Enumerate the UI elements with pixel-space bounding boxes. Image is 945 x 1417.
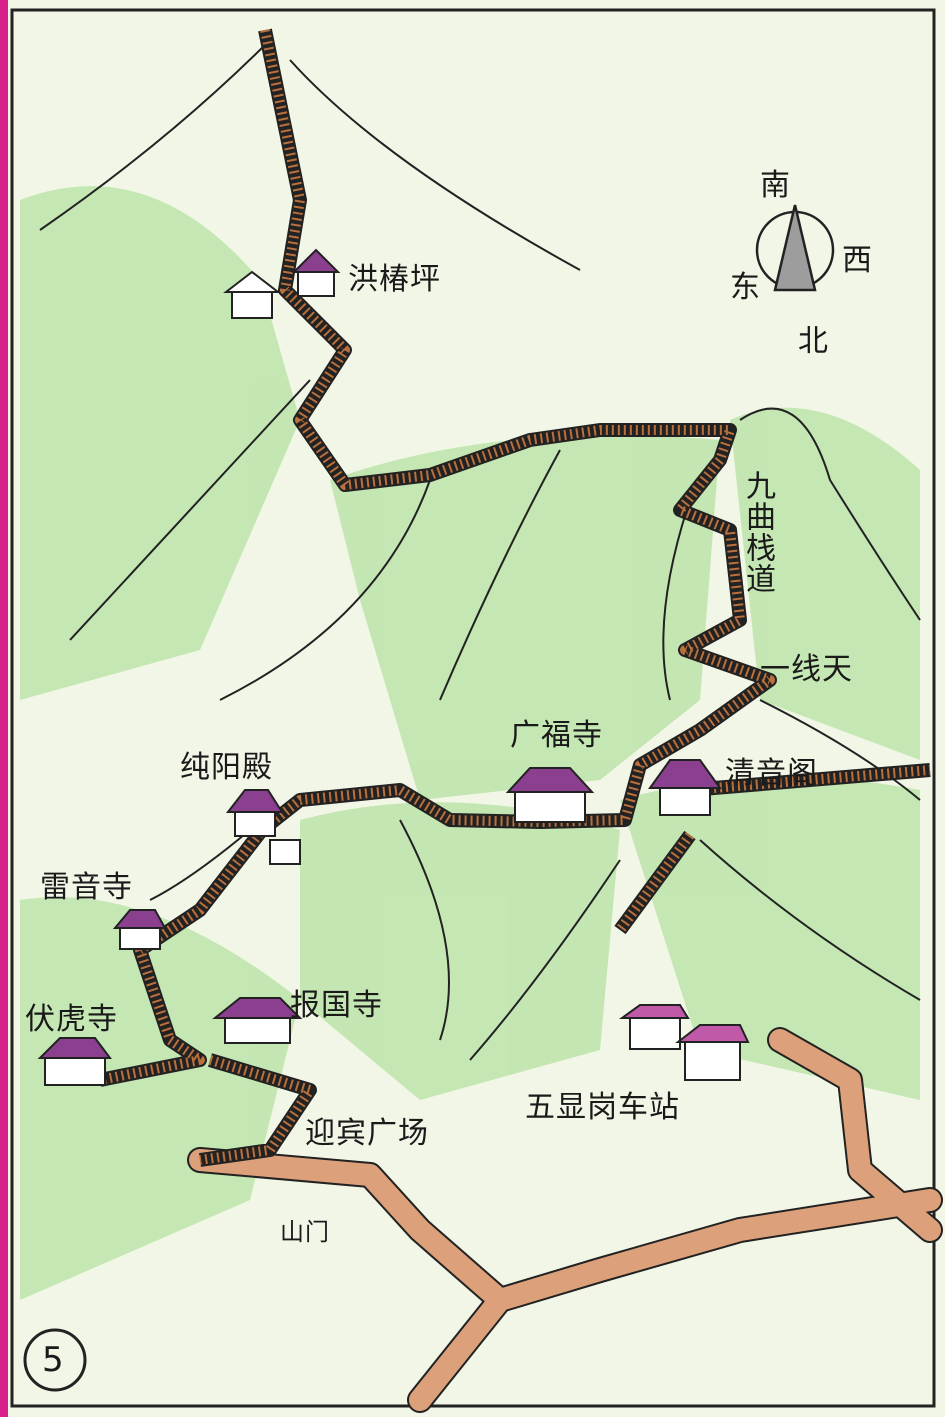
label-jiuqu-zhandao: 九曲栈道 xyxy=(740,470,775,594)
label-hongchunping: 洪椿坪 xyxy=(348,262,441,297)
compass-south-label: 南 xyxy=(760,168,791,203)
map-border xyxy=(10,8,936,1408)
label-leiyinsi: 雷音寺 xyxy=(40,870,133,905)
compass-icon xyxy=(755,204,835,292)
label-yingbin-guangchang: 迎宾广场 xyxy=(305,1116,429,1151)
compass-north-label: 北 xyxy=(798,324,829,359)
green-shading xyxy=(20,186,920,1300)
label-guangfusi: 广福寺 xyxy=(510,718,603,753)
baoguosi-building xyxy=(212,997,303,1044)
compass-east-label: 东 xyxy=(730,270,761,305)
roads-fill xyxy=(189,1029,941,1411)
fuhusi-building xyxy=(37,1037,112,1086)
label-qingyinge: 清音阁 xyxy=(725,756,818,791)
left-edge-strip xyxy=(0,0,8,1417)
temple-buildings xyxy=(37,248,750,1086)
leiyinsi-building xyxy=(112,909,167,950)
station-building xyxy=(618,1004,750,1081)
label-baoguosi: 报国寺 xyxy=(290,988,383,1023)
qingyinge-building xyxy=(648,759,722,816)
label-yixiantian: 一线天 xyxy=(760,652,853,687)
page-number: 5 xyxy=(42,1340,65,1380)
chunyangdian-building xyxy=(225,789,301,865)
hongchunping-building xyxy=(223,248,341,319)
plank-trails xyxy=(98,28,931,1167)
label-shanmen: 山门 xyxy=(280,1218,330,1246)
label-chunyangdian: 纯阳殿 xyxy=(180,750,273,785)
label-fuhusi: 伏虎寺 xyxy=(25,1002,118,1037)
mountain-ridges xyxy=(39,39,921,1061)
compass-west-label: 西 xyxy=(842,243,873,278)
label-wuxiangang-station: 五显岗车站 xyxy=(525,1090,680,1125)
guangfusi-building xyxy=(505,767,595,823)
page-number-circle xyxy=(23,1328,87,1392)
